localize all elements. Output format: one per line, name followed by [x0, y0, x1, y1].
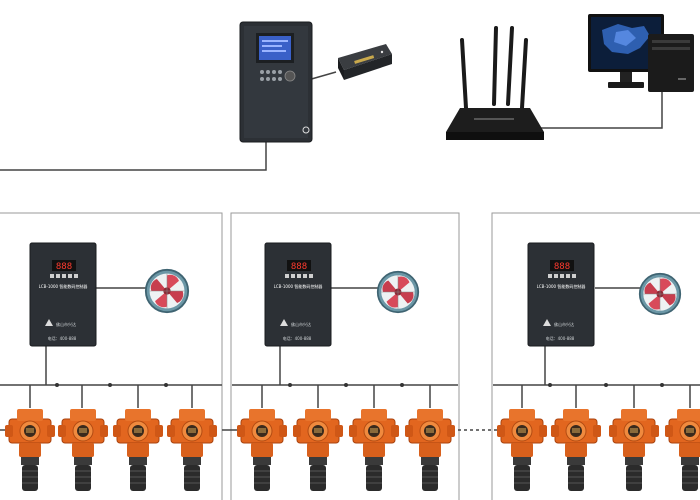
- communication-module: [338, 44, 392, 80]
- gas-detector-icon: [237, 408, 287, 492]
- controller-model-text: LCB-1000 智能数码控制器: [274, 283, 323, 289]
- zone-controller: 888 LCB-1000 智能数码控制器 佛山市兴达 电话：400-888: [264, 242, 332, 347]
- gas-detector-icon: [113, 408, 163, 492]
- gas-detector-icon: [497, 408, 547, 492]
- controller-brand-text: 佛山市兴达: [291, 321, 311, 327]
- zone-1: [0, 212, 223, 500]
- gas-detector-icon: [5, 408, 55, 492]
- exhaust-fan-icon: [376, 270, 420, 314]
- top-wiring: [0, 71, 663, 171]
- gas-detector-icon: [293, 408, 343, 492]
- gas-detector-icon: [349, 408, 399, 492]
- gas-detector-icon: [167, 408, 217, 492]
- gas-detector-icon: [405, 408, 455, 492]
- gas-detector-icon: [551, 408, 601, 492]
- controller-footer-text: 电话：400-888: [546, 335, 575, 341]
- wifi-router: [446, 26, 544, 140]
- controller-footer-text: 电话：400-888: [283, 335, 312, 341]
- gas-detector-icon: [665, 408, 700, 492]
- zone-controller: 888 LCB-1000 智能数码控制器 佛山市兴达 电话：400-888: [527, 242, 595, 347]
- main-controller: [239, 21, 313, 143]
- controller-display: 888: [291, 262, 307, 272]
- controller-brand-text: 佛山市兴达: [554, 321, 574, 327]
- gas-detector-icon: [58, 408, 108, 492]
- zone-2: [230, 212, 460, 500]
- controller-model-text: LCB-1000 智能数码控制器: [537, 283, 586, 289]
- controller-display: 888: [554, 262, 570, 272]
- gas-detector-icon: [609, 408, 659, 492]
- desktop-computer: [588, 14, 694, 92]
- zone-3: [491, 212, 700, 500]
- zone-controller: 888 LCB-1000 智能数码控制器 佛山市兴达 电话：400-888: [29, 242, 97, 347]
- zone-wiring: [0, 287, 700, 431]
- exhaust-fan-icon: [144, 268, 190, 314]
- exhaust-fan-icon: [638, 272, 682, 316]
- bus-junctions: [55, 383, 664, 387]
- controller-display: 888: [56, 262, 72, 272]
- controller-brand-text: 佛山市兴达: [56, 321, 76, 327]
- controller-model-text: LCB-1000 智能数码控制器: [39, 283, 88, 289]
- controller-footer-text: 电话：400-888: [48, 335, 77, 341]
